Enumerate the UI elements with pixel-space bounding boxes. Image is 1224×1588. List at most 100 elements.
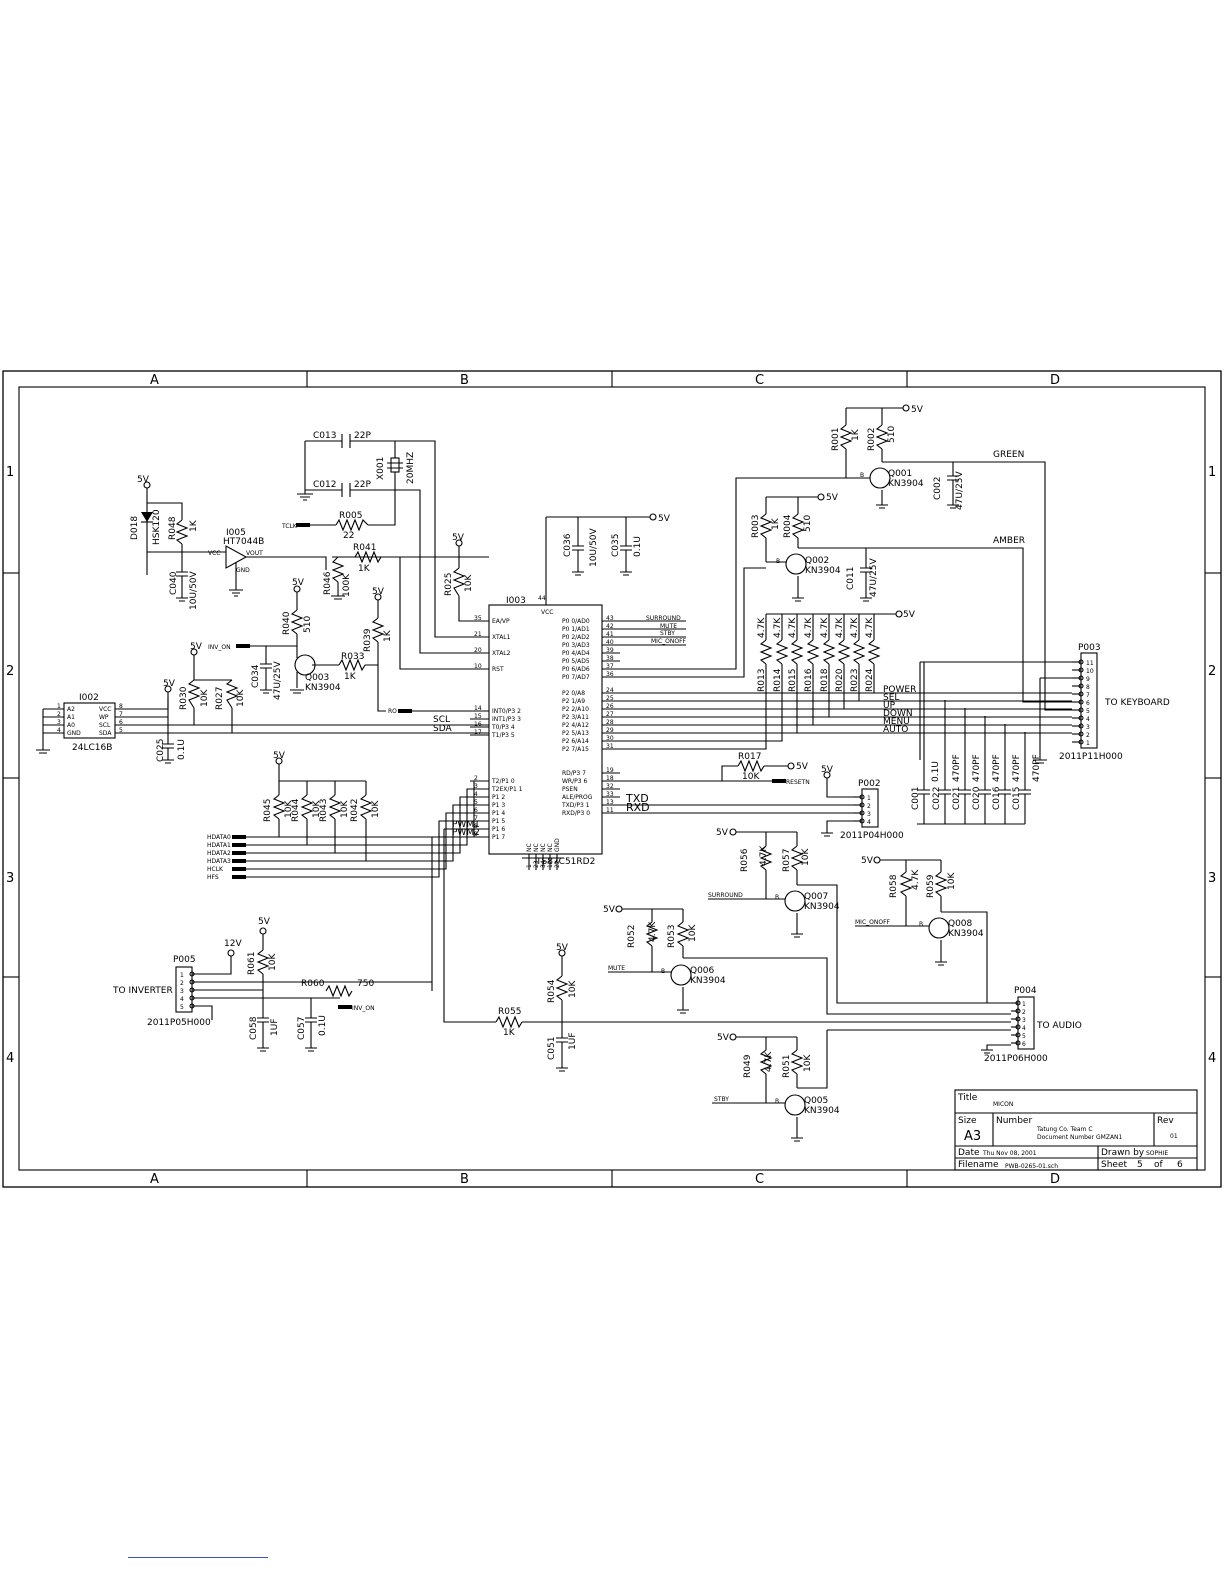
p004-pin-num: 6 xyxy=(1022,1041,1026,1048)
p003-pin-num: 4 xyxy=(1086,716,1090,723)
mcu-left-pin-name: T1/P3 5 xyxy=(491,732,515,739)
q005-b: B xyxy=(775,1098,779,1105)
c058-ref: C058 xyxy=(249,1016,259,1040)
net-surround: SURROUND xyxy=(646,615,681,622)
mcu-right-pin-name: RXD/P3 0 xyxy=(562,810,590,817)
mcu-right-pin-name: P2 4/A12 xyxy=(562,722,589,729)
mcu-right-pin-num: 36 xyxy=(606,671,614,678)
r049-ref: R049 xyxy=(743,1054,753,1078)
mcu-right-pin-name: P0 0/AD0 xyxy=(562,618,590,625)
kbd-cap-val: 470PF xyxy=(972,754,982,782)
stby-net: STBY xyxy=(714,1096,729,1103)
mic-onoff-net: MIC_ONOFF xyxy=(855,919,891,926)
kbd-cap-body xyxy=(999,724,1011,824)
border-col-c: C xyxy=(755,373,764,388)
kbd-pullup-val: 4.7K xyxy=(820,617,830,638)
r025-ref: R025 xyxy=(444,573,454,596)
mcu-right-pin-num: 29 xyxy=(606,727,614,734)
i002-left-num: 1 xyxy=(57,703,61,710)
p003-pin-num: 9 xyxy=(1086,676,1090,683)
kbd-pullup-val: 4.7K xyxy=(757,617,767,638)
p003-pin-num: 11 xyxy=(1086,660,1094,667)
auto-label: AUTO xyxy=(883,725,908,735)
hdata-res-body xyxy=(300,794,314,820)
power-label: POWER xyxy=(883,685,916,695)
mcu-right-pin-num: 39 xyxy=(606,647,614,654)
resetn-label: RESETN xyxy=(786,779,810,786)
rxd-label: RXD xyxy=(626,801,650,814)
kbd-pullup-val: 4.7K xyxy=(850,617,860,638)
kbd-cap-ref: C022 xyxy=(932,787,942,810)
r017-ref: R017 xyxy=(738,752,761,762)
inverter-control: 5V R040 510 INV_ON Q003 KN3904 C034 47U/… xyxy=(208,578,489,715)
p005-pin-num: 2 xyxy=(180,980,184,987)
q002-5v: 5V xyxy=(826,493,839,503)
number-label: Number xyxy=(996,1116,1032,1126)
p003-pin xyxy=(1078,683,1084,689)
kbd-pullup-body xyxy=(822,639,836,665)
c034-val: 47U/25V xyxy=(273,660,283,700)
r058-val: 4.7K xyxy=(911,869,921,890)
mcu-right-pin-name: P0 4/AD4 xyxy=(562,650,590,657)
p002-5v: 5V xyxy=(821,765,834,775)
r061-5v: 5V xyxy=(258,917,271,927)
to-keyboard-label: TO KEYBOARD xyxy=(1104,698,1170,708)
pwm2-label: PWM2 xyxy=(452,828,480,838)
p004-pin-num: 2 xyxy=(1022,1009,1026,1016)
stby-driver-q005: 5V R049 4.7K R051 10K STBY B Q005 KN3904 xyxy=(712,1030,840,1142)
border-row-2-right: 2 xyxy=(1208,664,1216,679)
q007-5v: 5V xyxy=(716,828,729,838)
kbd-line xyxy=(620,664,1072,710)
mcu-right-pin-num: 28 xyxy=(606,719,614,726)
mcu-left-pin-num: 5 xyxy=(474,799,478,806)
q008-ref: Q008 xyxy=(948,919,973,929)
r053-val: 10K xyxy=(688,924,698,942)
q005-ref: Q005 xyxy=(804,1096,828,1106)
q002-val: KN3904 xyxy=(805,566,841,576)
mcu-nc-label: NC xyxy=(540,843,547,852)
hdata-net-label: HCLK xyxy=(207,866,224,873)
txd-label: TXD xyxy=(625,792,649,805)
r002-ref: R002 xyxy=(867,428,877,451)
r040-ref: R040 xyxy=(282,611,292,635)
amber-label: AMBER xyxy=(993,536,1025,546)
p003-ref: P003 xyxy=(1078,643,1101,653)
bottom-link-underline xyxy=(128,1557,268,1558)
r055-ref: R055 xyxy=(498,1007,521,1017)
p004-pin xyxy=(1015,1024,1021,1030)
i002-left-name: A0 xyxy=(67,722,75,729)
mcu-left-pin-name: P1 3 xyxy=(492,802,505,809)
p003-pin-num: 3 xyxy=(1086,724,1090,731)
r039-5v: 5V xyxy=(372,587,385,597)
filename-value: PWB-0265-01.sch xyxy=(1005,1163,1058,1170)
q006-ref: Q006 xyxy=(690,966,715,976)
r005-ref: R005 xyxy=(339,511,362,521)
q006-val: KN3904 xyxy=(690,976,726,986)
drawn-label: Drawn by xyxy=(1101,1148,1145,1158)
r056-ref: R056 xyxy=(740,848,750,872)
up-label: UP xyxy=(883,701,896,711)
drawn-value: SOPHIE xyxy=(1146,1150,1168,1157)
net-mic-onoff: MIC_ONOFF xyxy=(651,638,687,645)
mcu-right-pin-num: 18 xyxy=(606,775,614,782)
c035-val: 0.1U xyxy=(633,536,643,557)
p003-pin xyxy=(1078,715,1084,721)
mcu-right-pin-name: ALE/PROG xyxy=(562,794,593,801)
q001-5v: 5V xyxy=(911,405,924,415)
p004-pin-num: 1 xyxy=(1022,1001,1026,1008)
hdata-net-flag xyxy=(232,851,246,855)
p005-12v: 12V xyxy=(224,939,242,949)
kbd-cap-val: 470PF xyxy=(1012,754,1022,782)
i002-left-name: A1 xyxy=(67,714,75,721)
p002-pin-num: 3 xyxy=(867,811,871,818)
mcu-left-pin-num: 15 xyxy=(474,713,482,720)
p002-pin-num: 1 xyxy=(867,795,871,802)
mcu-right-pin-name: P2 1/A9 xyxy=(562,698,585,705)
r046-val: 100K xyxy=(342,573,352,597)
mcu-left-pin-num: 9 xyxy=(474,831,478,838)
q007-val: KN3904 xyxy=(804,902,840,912)
mcu-right-pin-num: 25 xyxy=(606,695,614,702)
